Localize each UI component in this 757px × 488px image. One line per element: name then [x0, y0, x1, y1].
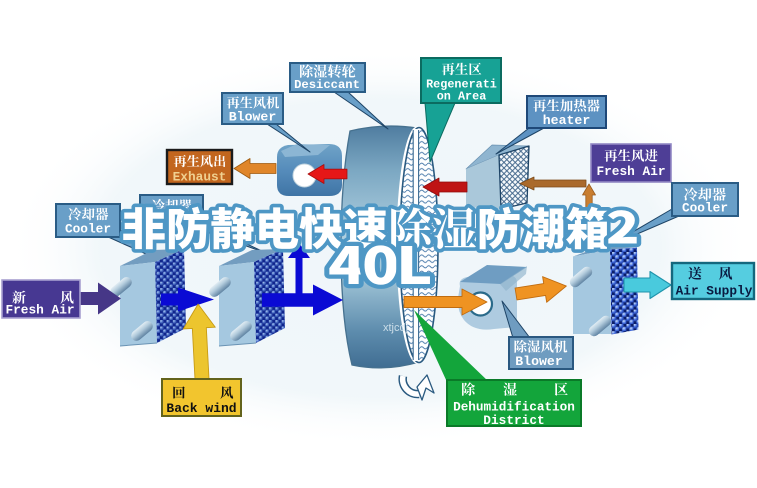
- svg-text:Fresh Air: Fresh Air: [596, 164, 665, 179]
- svg-text:heater: heater: [543, 113, 590, 128]
- svg-text:Fresh Air: Fresh Air: [5, 303, 74, 318]
- svg-text:Back wind: Back wind: [166, 401, 236, 416]
- svg-text:Dehumidification: Dehumidification: [453, 400, 575, 415]
- svg-text:Cooler: Cooler: [682, 201, 728, 216]
- svg-text:Regenerati: Regenerati: [426, 78, 497, 92]
- svg-text:xtjcdj: xtjcdj: [383, 322, 408, 334]
- svg-text:Desiccant: Desiccant: [294, 78, 360, 92]
- svg-text:Blower: Blower: [515, 354, 562, 369]
- svg-text:Cooler: Cooler: [65, 222, 111, 237]
- svg-text:District: District: [483, 413, 544, 428]
- svg-text:on Area: on Area: [437, 90, 487, 104]
- svg-text:Exhaust: Exhaust: [173, 170, 227, 185]
- svg-text:Air Supply: Air Supply: [676, 284, 753, 299]
- svg-text:Blower: Blower: [229, 110, 276, 125]
